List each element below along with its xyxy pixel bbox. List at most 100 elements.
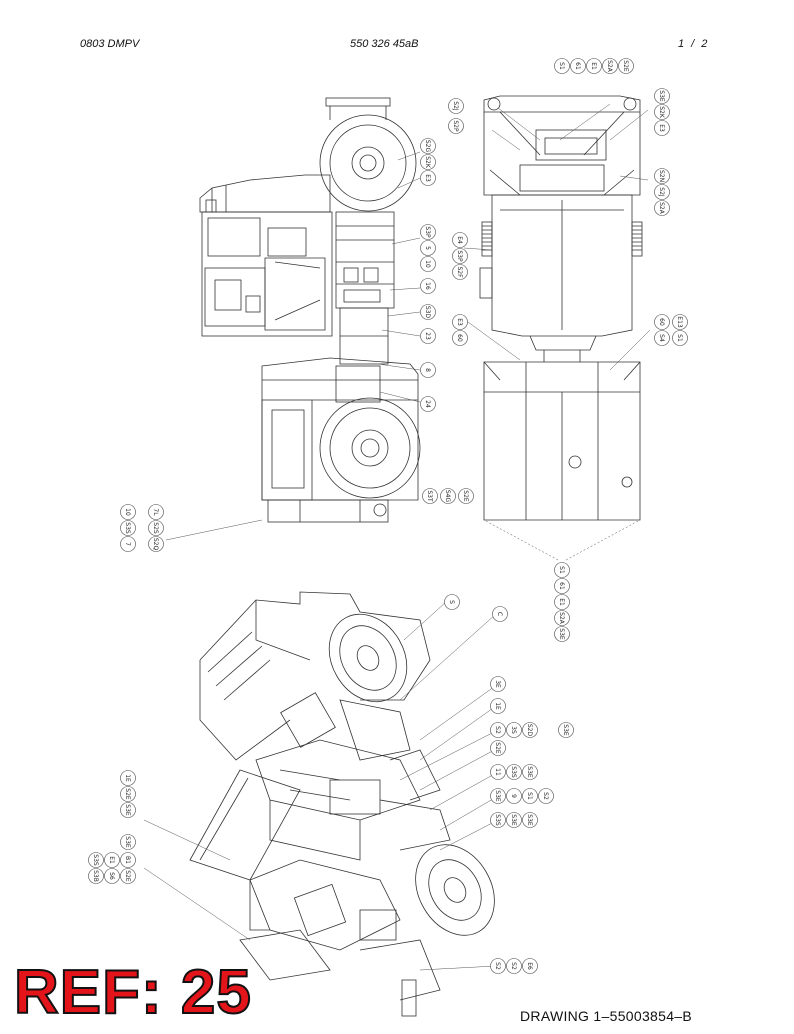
- callout-label: S3T: [426, 490, 433, 502]
- callout-label: S3D: [424, 306, 431, 319]
- callout-label: S1: [676, 334, 683, 342]
- callout-label: S3E: [562, 724, 569, 736]
- callout-bubble: S3S: [120, 520, 136, 536]
- callout-label: C: [496, 612, 503, 616]
- callout-bubble: S2N: [654, 168, 670, 184]
- callout-label: S3E: [526, 814, 533, 826]
- callout-bubble: 5: [420, 240, 436, 256]
- callout-bubble: S3E: [558, 722, 574, 738]
- callout-bubble: 60: [452, 330, 468, 346]
- callout-label: 7: [124, 542, 131, 546]
- callout-label: 9: [510, 794, 517, 798]
- callout-bubble: 11: [490, 764, 506, 780]
- callout-bubble: S4G: [440, 488, 456, 504]
- callout-bubble: S3E: [654, 88, 670, 104]
- callout-label: 16: [424, 282, 431, 290]
- callout-label: E1: [108, 856, 115, 864]
- callout-bubble: S3P: [452, 248, 468, 264]
- callout-bubble: S3E: [506, 812, 522, 828]
- callout-bubble: S2S: [148, 520, 164, 536]
- callout-label: S3E: [526, 766, 533, 778]
- callout-bubble: S2K: [654, 104, 670, 120]
- callout-bubble: E1: [586, 58, 602, 74]
- callout-label: E6: [526, 962, 533, 970]
- callout-label: E3: [456, 318, 463, 326]
- callout-label: S2S: [152, 522, 159, 534]
- callout-label: S3B: [92, 870, 99, 882]
- callout-bubble: S3E: [120, 802, 136, 818]
- callout-bubble: S2E: [120, 786, 136, 802]
- callout-bubble: 24: [420, 396, 436, 412]
- header-page-indicator: 1 / 2: [678, 38, 708, 50]
- callout-label: 1E: [124, 774, 131, 782]
- callout-label: S2J: [658, 187, 665, 197]
- callout-label: 11: [494, 768, 501, 776]
- callout-bubble: S3E: [120, 834, 136, 850]
- callout-label: S2K: [424, 156, 431, 169]
- callout-bubble: 61: [554, 578, 570, 594]
- callout-label: S3E: [558, 628, 565, 640]
- callout-bubble: S2J: [448, 98, 464, 114]
- callout-label: S2F: [456, 266, 463, 278]
- callout-bubble: S2A: [602, 58, 618, 74]
- callout-label: 3S: [510, 726, 517, 734]
- side-view: [199, 97, 421, 523]
- callout-bubble: S6: [104, 868, 120, 884]
- callout-bubble: S3D: [420, 304, 436, 320]
- callout-bubble: E3: [452, 314, 468, 330]
- callout-bubble: 1E: [120, 770, 136, 786]
- callout-bubble: S: [444, 594, 460, 610]
- callout-bubble: S1: [522, 788, 538, 804]
- callout-bubble: S2A: [554, 610, 570, 626]
- callout-label: E3: [658, 124, 665, 132]
- callout-label: S2: [494, 726, 501, 734]
- callout-label: S2J: [452, 101, 459, 111]
- callout-label: S2E: [124, 788, 131, 800]
- callout-bubble: S2E: [458, 488, 474, 504]
- callout-label: S4G: [444, 490, 451, 503]
- callout-bubble: S2: [490, 958, 506, 974]
- callout-bubble: S2Q: [148, 536, 164, 552]
- callout-label: 23: [424, 332, 431, 340]
- callout-bubble: S2F: [452, 264, 468, 280]
- callout-label: S2: [510, 962, 517, 970]
- callout-label: S2K: [658, 106, 665, 119]
- callout-bubble: S2E: [120, 868, 136, 884]
- callout-label: 7L: [152, 508, 159, 516]
- callout-label: S3P: [456, 250, 463, 262]
- callout-label: 61: [558, 582, 565, 590]
- header-project-code: 0803 DMPV: [80, 38, 140, 50]
- callout-label: B1: [124, 856, 131, 864]
- callout-label: E3: [424, 174, 431, 182]
- callout-label: S1: [526, 792, 533, 800]
- callout-bubble: E3: [420, 170, 436, 186]
- callout-label: 10: [424, 260, 431, 268]
- callout-bubble: 7: [120, 536, 136, 552]
- callout-label: 10: [124, 508, 131, 516]
- callout-bubble: 3E: [490, 676, 506, 692]
- callout-label: S2: [542, 792, 549, 800]
- callout-bubble: S3S: [490, 812, 506, 828]
- callout-label: S4: [658, 334, 665, 342]
- callout-bubble: S3P: [420, 224, 436, 240]
- callout-bubble: E1: [554, 594, 570, 610]
- callout-label: S3P: [424, 226, 431, 238]
- callout-bubble: S4: [654, 330, 670, 346]
- end-view: [479, 95, 643, 521]
- callout-label: S2: [494, 962, 501, 970]
- callout-label: E1: [590, 62, 597, 70]
- callout-bubble: 61: [570, 58, 586, 74]
- callout-bubble: S3E: [554, 626, 570, 642]
- callout-bubble: S2: [506, 958, 522, 974]
- callout-bubble: E6: [522, 958, 538, 974]
- callout-bubble: E13: [672, 314, 688, 330]
- callout-label: 8: [424, 368, 431, 372]
- reference-label: REF: 25: [13, 958, 252, 1027]
- callout-bubble: S2A: [654, 200, 670, 216]
- callout-label: 1E: [494, 702, 501, 710]
- callout-label: S2A: [606, 60, 613, 73]
- callout-bubble: E4: [452, 232, 468, 248]
- callout-label: S3S: [510, 766, 517, 778]
